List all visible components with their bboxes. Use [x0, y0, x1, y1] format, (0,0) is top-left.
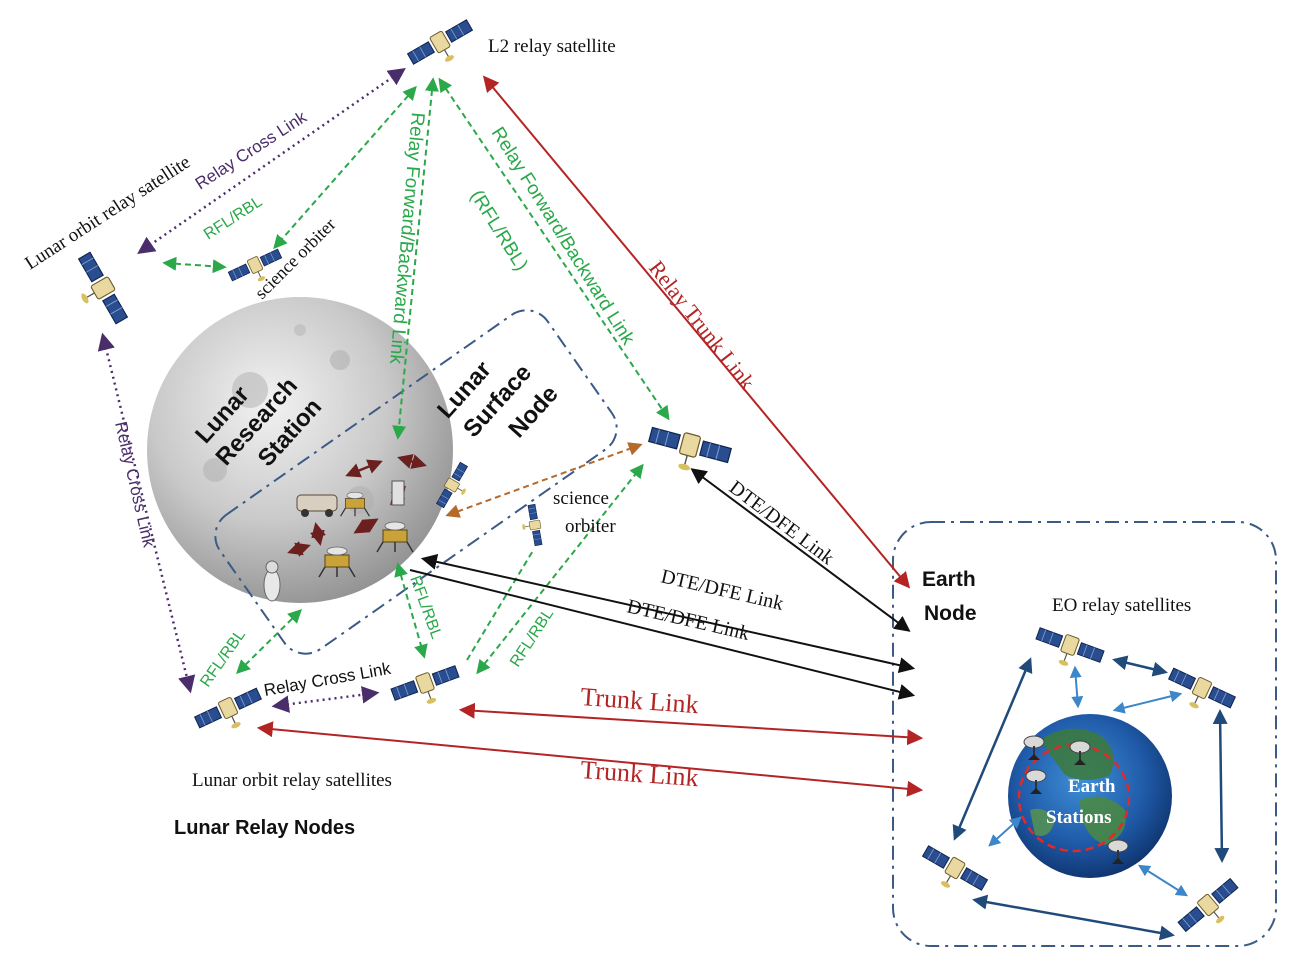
l2-relay-satellite-icon: [405, 16, 481, 79]
lunar-relay-nodes-label: Lunar Relay Nodes: [174, 817, 355, 839]
science-orbiter-mid-label-1: science: [553, 488, 609, 509]
eo-relay-satellite-4-icon: [1175, 875, 1249, 944]
station-internal-links: [287, 454, 427, 557]
trunk-link-2-line: [256, 721, 924, 797]
earth-stations-label-2: Stations: [1046, 807, 1111, 828]
eo-relay-satellites-label: EO relay satellites: [1052, 595, 1191, 616]
eo-relay-satellite-3-icon: [914, 842, 990, 905]
rfl-rbl-bl-label: RFL/RBL: [197, 627, 249, 691]
lunar-orbit-relay-satellite-label: Lunar orbit relay satellite: [21, 152, 194, 274]
relay-spacecraft-icon: [643, 423, 733, 482]
trunk-link-1-label: Trunk Link: [580, 682, 700, 719]
dte-dfe-link-1-label: DTE/DFE Link: [725, 476, 838, 569]
eo-relay-satellite-2-icon: [1161, 664, 1238, 723]
relay-fwd-bwd-link-1-label: Relay Forward/Backward Link: [385, 112, 428, 366]
science-orbiter-mid-icon: [518, 503, 545, 548]
relay-cross-link-bottom-line: [271, 686, 380, 713]
l2-relay-satellite-label: L2 relay satellite: [488, 36, 616, 57]
lunar-orbit-relay-satellite-icon: [63, 250, 131, 333]
lunar-orbit-relay-satellites-label: Lunar orbit relay satellites: [192, 770, 392, 791]
rfl-rbl-top-line: [273, 85, 417, 250]
rfl-rbl-bm-line: [394, 562, 428, 659]
relay-cross-link-bottom-label: Relay Cross Link: [262, 659, 392, 700]
rfl-rbl-science-line: [162, 256, 227, 274]
eo-relay-satellite-1-icon: [1030, 624, 1106, 678]
science-orbiter-mid-label-2: orbiter: [565, 516, 616, 537]
links: [97, 68, 924, 797]
relay-cross-link-top-label: Relay Cross Link: [192, 107, 311, 193]
rfl-rbl-bl-line: [236, 609, 302, 674]
earth-node-label-2: Node: [924, 602, 977, 625]
lunar-astronaut-icon: [263, 560, 281, 602]
earth: [1008, 714, 1172, 878]
dte-dfe-link-3-line: [409, 569, 916, 700]
dte-dfe-link-2-line: [420, 553, 916, 674]
relay-trunk-link-label: Relay Trunk Link: [644, 256, 760, 395]
rfl-rbl-br-label: RFL/RBL: [507, 606, 557, 671]
rfl-rbl-bm-label: RFL/RBL: [406, 574, 445, 642]
lunar-orbit-relay-satellite-bl-icon: [192, 684, 269, 743]
earth-node-label-1: Earth: [922, 568, 976, 591]
eo-relay-links: [952, 655, 1230, 941]
relay-cross-link-left-line: [97, 332, 196, 694]
earth-stations-label-1: Earth: [1068, 776, 1116, 797]
lunar-orbit-relay-satellite-bm-icon: [389, 662, 465, 716]
rfl-rbl-top-label: RFL/RBL: [201, 193, 266, 243]
trunk-link-2-label: Trunk Link: [580, 755, 700, 792]
lunar-robot-icon: [391, 480, 405, 506]
lunar-rover-icon: [296, 494, 338, 517]
